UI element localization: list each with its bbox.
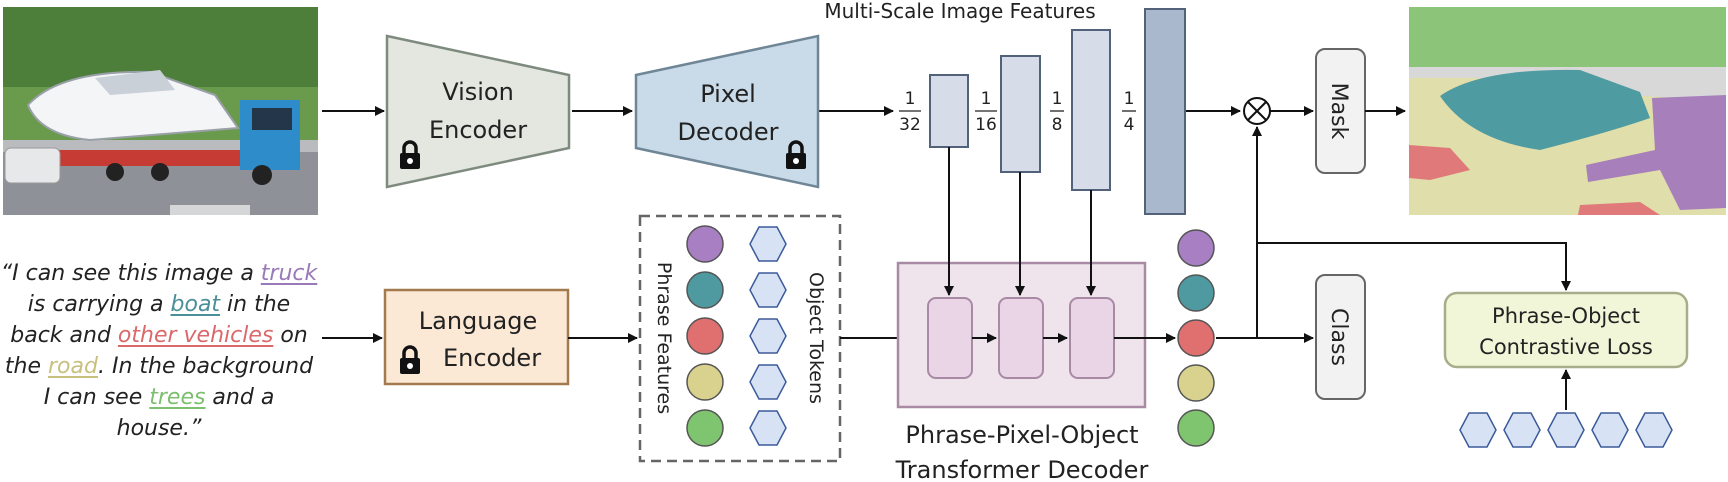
hexagon-token-icon-2 <box>749 272 787 308</box>
hexagon-token-icon-3 <box>1547 412 1585 448</box>
query-circle-icon-5 <box>1177 409 1215 447</box>
hexagon-token-icon-3 <box>749 318 787 354</box>
phrase-features-column <box>686 225 724 447</box>
caption-segment: . In the background I can see <box>43 354 314 410</box>
feature-map-1-32 <box>929 74 969 148</box>
vision-encoder-block: Vision Encoder <box>385 34 571 189</box>
contrastive-line-2: Contrastive Loss <box>1479 335 1653 359</box>
mask-label: Mask <box>1326 83 1351 140</box>
decoder-layer-2 <box>998 297 1044 379</box>
query-circle-icon-1 <box>1177 229 1215 267</box>
contrastive-loss-block: Phrase-Object Contrastive Loss <box>1443 291 1689 369</box>
caption-highlight-truck: truck <box>260 261 318 286</box>
scale-label-1-32: 1 32 <box>899 89 921 135</box>
transformer-line-1: Phrase-Pixel-Object <box>905 421 1138 449</box>
output-queries-column <box>1177 229 1215 447</box>
caption-segment: is carrying a <box>27 292 171 317</box>
caption-segment: on the <box>4 323 308 379</box>
language-encoder-block: Language Encoder <box>383 288 570 386</box>
scale-num: 1 <box>981 89 992 109</box>
feature-map-1-4 <box>1144 8 1186 215</box>
caption-highlight-road: road <box>48 354 98 379</box>
object-tokens-row <box>1459 412 1673 448</box>
query-circle-icon-3 <box>1177 319 1215 357</box>
mask-head: Mask <box>1315 48 1366 174</box>
decoder-layer-3 <box>1069 297 1115 379</box>
transformer-line-2: Transformer Decoder <box>895 456 1149 482</box>
hexagon-token-icon-5 <box>1635 412 1673 448</box>
scale-label-1-8: 1 8 <box>1050 89 1064 135</box>
vision-encoder-line-1: Vision <box>442 78 514 106</box>
scale-den: 4 <box>1124 115 1135 135</box>
hexagon-token-icon-4 <box>749 364 787 400</box>
scale-den: 16 <box>975 115 997 135</box>
query-circle-icon-4 <box>1177 364 1215 402</box>
scale-den: 32 <box>899 115 921 135</box>
pixel-decoder-line-1: Pixel <box>700 80 756 108</box>
class-label: Class <box>1326 308 1351 366</box>
feature-map-1-16 <box>1000 55 1041 173</box>
hexagon-token-icon-4 <box>1591 412 1629 448</box>
hexagon-token-icon-5 <box>749 410 787 446</box>
arrow-queries-to-loss <box>1257 242 1571 291</box>
phrase-circle-icon-3 <box>686 317 724 355</box>
decoder-layer-1 <box>927 297 973 379</box>
caption-segment: “I can see this image a <box>0 261 261 286</box>
scale-label-1-16: 1 16 <box>975 89 997 135</box>
caption-highlight-other-vehicles: other vehicles <box>117 323 274 348</box>
class-head: Class <box>1315 274 1366 400</box>
hexagon-token-icon-1 <box>749 226 787 262</box>
caption-text: “I can see this image a truck is carryin… <box>0 258 318 444</box>
scale-label-1-4: 1 4 <box>1122 89 1136 135</box>
query-circle-icon-2 <box>1177 274 1215 312</box>
pixel-decoder-block: Pixel Decoder <box>634 34 820 189</box>
phrase-circle-icon-2 <box>686 271 724 309</box>
transformer-decoder-block: Phrase-Pixel-Object Transformer Decoder <box>895 261 1176 482</box>
caption-highlight-trees: trees <box>149 385 206 410</box>
scale-den: 8 <box>1052 115 1063 135</box>
multiply-icon <box>1243 97 1271 125</box>
language-encoder-line-1: Language <box>419 307 537 335</box>
contrastive-line-1: Phrase-Object <box>1492 304 1640 328</box>
phrase-object-tokens-box: Phrase Features Object Tokens <box>638 214 842 463</box>
output-segmentation <box>1409 7 1726 215</box>
multiscale-title: Multi-Scale Image Features <box>824 0 1095 23</box>
scale-num: 1 <box>1124 89 1135 109</box>
scale-num: 1 <box>905 89 916 109</box>
caption-segment: in the back and <box>10 292 291 348</box>
phrase-circle-icon-1 <box>686 225 724 263</box>
hexagon-token-icon-1 <box>1459 412 1497 448</box>
caption-highlight-boat: boat <box>170 292 221 317</box>
phrase-circle-icon-4 <box>686 363 724 401</box>
scale-labels: 1 32 1 16 1 8 1 4 <box>899 89 1136 135</box>
phrase-features-label: Phrase Features <box>653 262 675 414</box>
scale-num: 1 <box>1052 89 1063 109</box>
object-tokens-column <box>749 226 787 446</box>
input-image <box>3 7 318 215</box>
language-encoder-line-2: Encoder <box>443 344 541 372</box>
caption-segment: and a house.” <box>116 385 275 441</box>
phrase-circle-icon-5 <box>686 409 724 447</box>
vision-encoder-line-2: Encoder <box>429 116 527 144</box>
object-tokens-label: Object Tokens <box>805 272 827 404</box>
pixel-decoder-line-2: Decoder <box>678 118 779 146</box>
hexagon-token-icon-2 <box>1503 412 1541 448</box>
feature-map-1-8 <box>1071 29 1111 191</box>
